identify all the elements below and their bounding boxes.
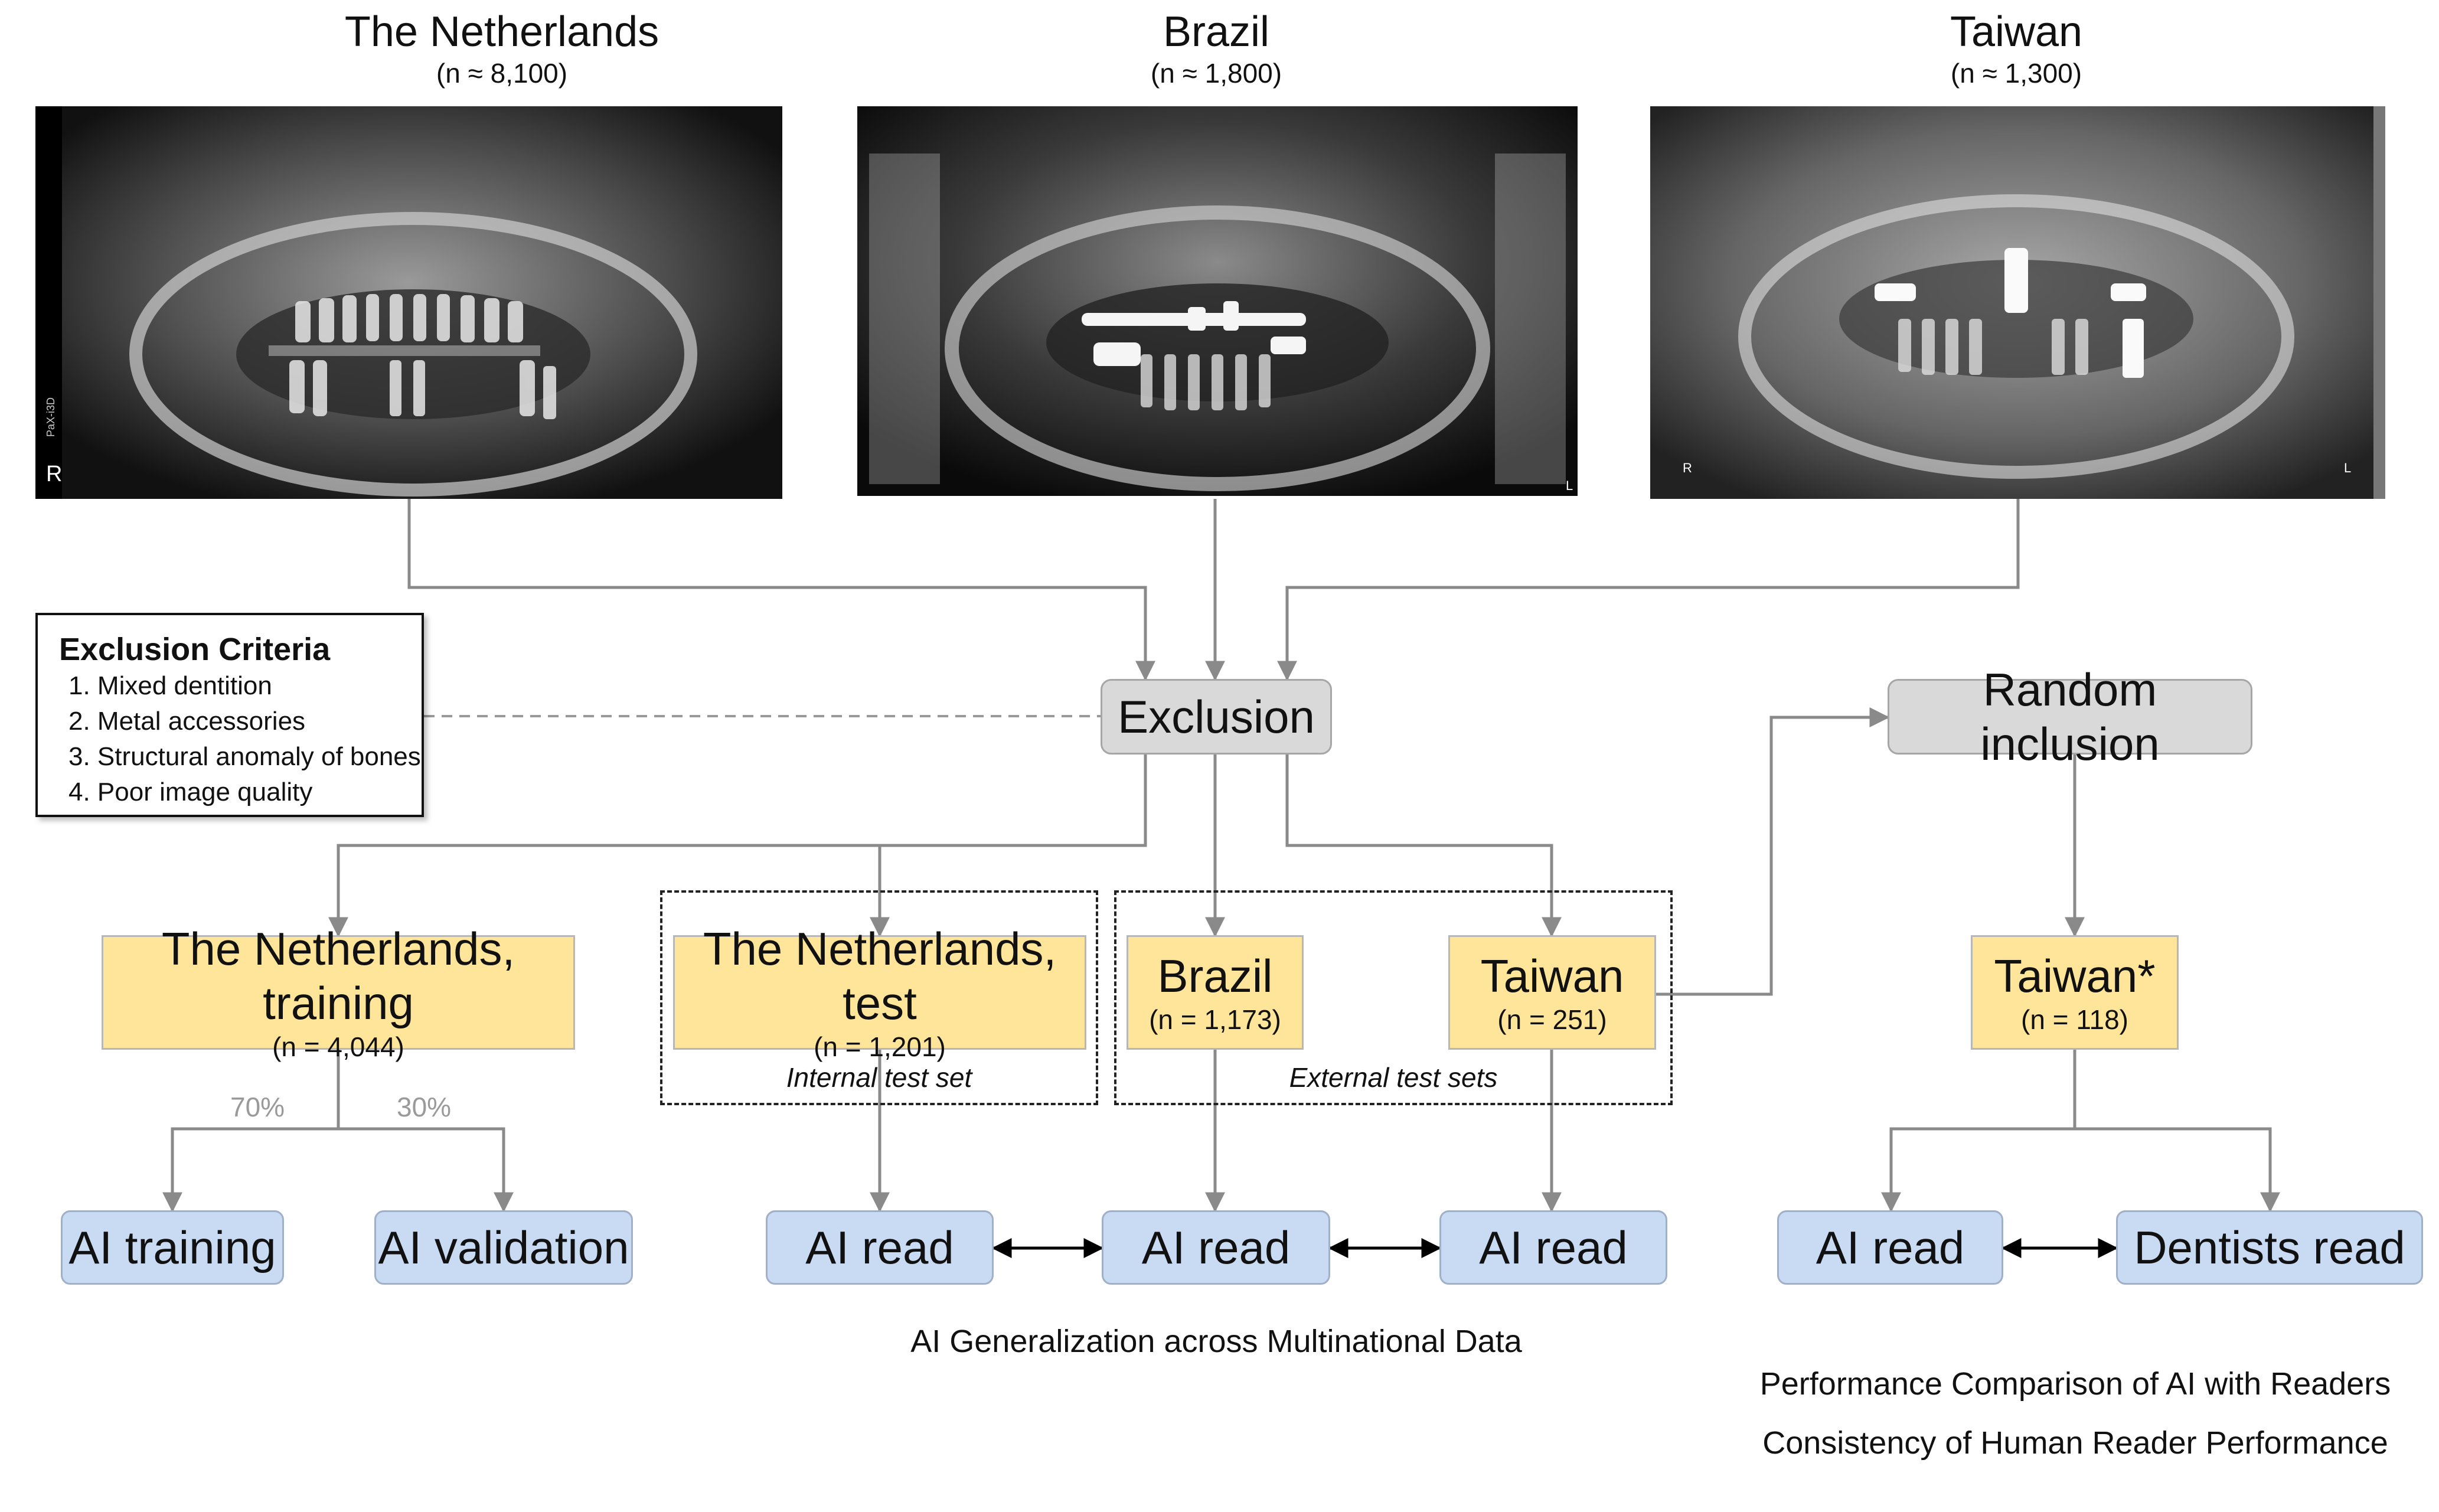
generalization-caption: AI Generalization across Multinational D… — [910, 1324, 1522, 1359]
xray-netherlands-image: R PaX-i3D — [35, 106, 782, 499]
nl-training-count: (n = 4,044) — [272, 1031, 404, 1062]
comparison-caption: Performance Comparison of AI with Reader… — [1759, 1366, 2391, 1402]
connector-taiwan-to-random-inclusion — [1656, 707, 1890, 996]
exclusion-label: Exclusion — [1118, 691, 1315, 743]
criterion-item: 1. Mixed dentition — [68, 671, 272, 700]
validation-split-percent: 30% — [397, 1092, 452, 1122]
connector-exclusion-to-nl-training — [328, 755, 1147, 938]
external-test-sets-group — [1114, 890, 1673, 1105]
internal-test-set-label: Internal test set — [786, 1062, 972, 1093]
exclusion-criteria-box: Exclusion Criteria 1. Mixed dentition 2.… — [35, 613, 424, 817]
random-inclusion-node: Random inclusion — [1888, 664, 2252, 770]
consistency-caption: Consistency of Human Reader Performance — [1762, 1425, 2388, 1461]
internal-test-set-group — [660, 890, 1098, 1105]
criterion-item: 4. Poor image quality — [68, 778, 313, 806]
brazil-count: (n = 1,173) — [1149, 1004, 1281, 1035]
ai-read-brazil-node: AI read — [1102, 1210, 1330, 1285]
external-test-sets-label: External test sets — [1289, 1062, 1498, 1093]
ai-validation-label: AI validation — [378, 1222, 629, 1273]
taiwan-node: Taiwan (n = 251) — [1448, 935, 1656, 1050]
nl-test-label: The Netherlands, test — [703, 923, 1057, 1029]
xray-side-marker: L — [1566, 478, 1573, 493]
source-title: Taiwan — [1950, 8, 2083, 55]
ai-read-label: AI read — [1141, 1222, 1291, 1273]
ai-read-taiwan-star-node: AI read — [1777, 1210, 2003, 1285]
nl-test-node: The Netherlands, test (n = 1,201) — [673, 923, 1086, 1062]
exclusion-criteria-heading: Exclusion Criteria — [59, 632, 331, 667]
xray-device-label: PaX-i3D — [45, 397, 57, 437]
xray-side-marker: R — [46, 462, 62, 486]
taiwan-count: (n = 251) — [1497, 1004, 1607, 1035]
nl-test-count: (n = 1,201) — [814, 1031, 946, 1062]
source-title: The Netherlands — [344, 8, 659, 55]
dentists-read-node: Dentists read — [2116, 1210, 2423, 1285]
connector-training-to-ai-training — [162, 1050, 340, 1213]
connector-taiwan-to-exclusion — [1277, 499, 2020, 681]
xray-side-marker: L — [2344, 461, 2351, 475]
taiwan-star-label: Taiwan* — [1994, 950, 2156, 1002]
connector-netherlands-to-exclusion — [407, 499, 1155, 681]
xray-taiwan-image: R L — [1650, 106, 2385, 499]
xray-brazil-image: L — [857, 106, 1578, 496]
brazil-node: Brazil (n = 1,173) — [1127, 935, 1304, 1050]
taiwan-label: Taiwan — [1480, 950, 1624, 1002]
dentists-read-label: Dentists read — [2134, 1222, 2405, 1273]
taiwan-star-count: (n = 118) — [2021, 1004, 2128, 1035]
source-netherlands-header: The Netherlands (n ≈ 8,100) — [177, 7, 827, 90]
ai-training-node: AI training — [61, 1210, 284, 1285]
source-taiwan-header: Taiwan (n ≈ 1,300) — [1692, 7, 2341, 90]
connector-taiwan-star-to-dentists-read — [2075, 1127, 2280, 1213]
brazil-label: Brazil — [1157, 950, 1273, 1002]
ai-read-label: AI read — [805, 1222, 954, 1273]
taiwan-star-node: Taiwan* (n = 118) — [1971, 935, 2179, 1050]
exclusion-node: Exclusion — [1101, 679, 1332, 755]
xray-side-marker: R — [1683, 461, 1692, 475]
connector-training-to-ai-validation — [338, 1127, 514, 1213]
ai-validation-node: AI validation — [374, 1210, 633, 1285]
ai-read-label: AI read — [1479, 1222, 1628, 1273]
source-brazil-header: Brazil (n ≈ 1,800) — [892, 7, 1541, 90]
ai-read-internal-node: AI read — [766, 1210, 994, 1285]
criterion-item: 2. Metal accessories — [68, 707, 306, 736]
source-count: (n ≈ 1,300) — [1950, 58, 2082, 89]
train-split-percent: 70% — [230, 1092, 285, 1122]
nl-training-node: The Netherlands, training (n = 4,044) — [102, 923, 575, 1062]
connector-taiwan-star-to-ai-read — [1881, 1050, 2076, 1213]
ai-read-label: AI read — [1816, 1222, 1965, 1273]
nl-training-label: The Netherlands, training — [161, 923, 515, 1029]
ai-training-label: AI training — [68, 1222, 276, 1273]
source-count: (n ≈ 8,100) — [436, 58, 568, 89]
criterion-item: 3. Structural anomaly of bones — [68, 742, 421, 771]
source-count: (n ≈ 1,800) — [1150, 58, 1282, 89]
random-inclusion-label: Random inclusion — [1980, 664, 2160, 770]
ai-read-taiwan-node: AI read — [1439, 1210, 1667, 1285]
source-title: Brazil — [1163, 8, 1270, 55]
